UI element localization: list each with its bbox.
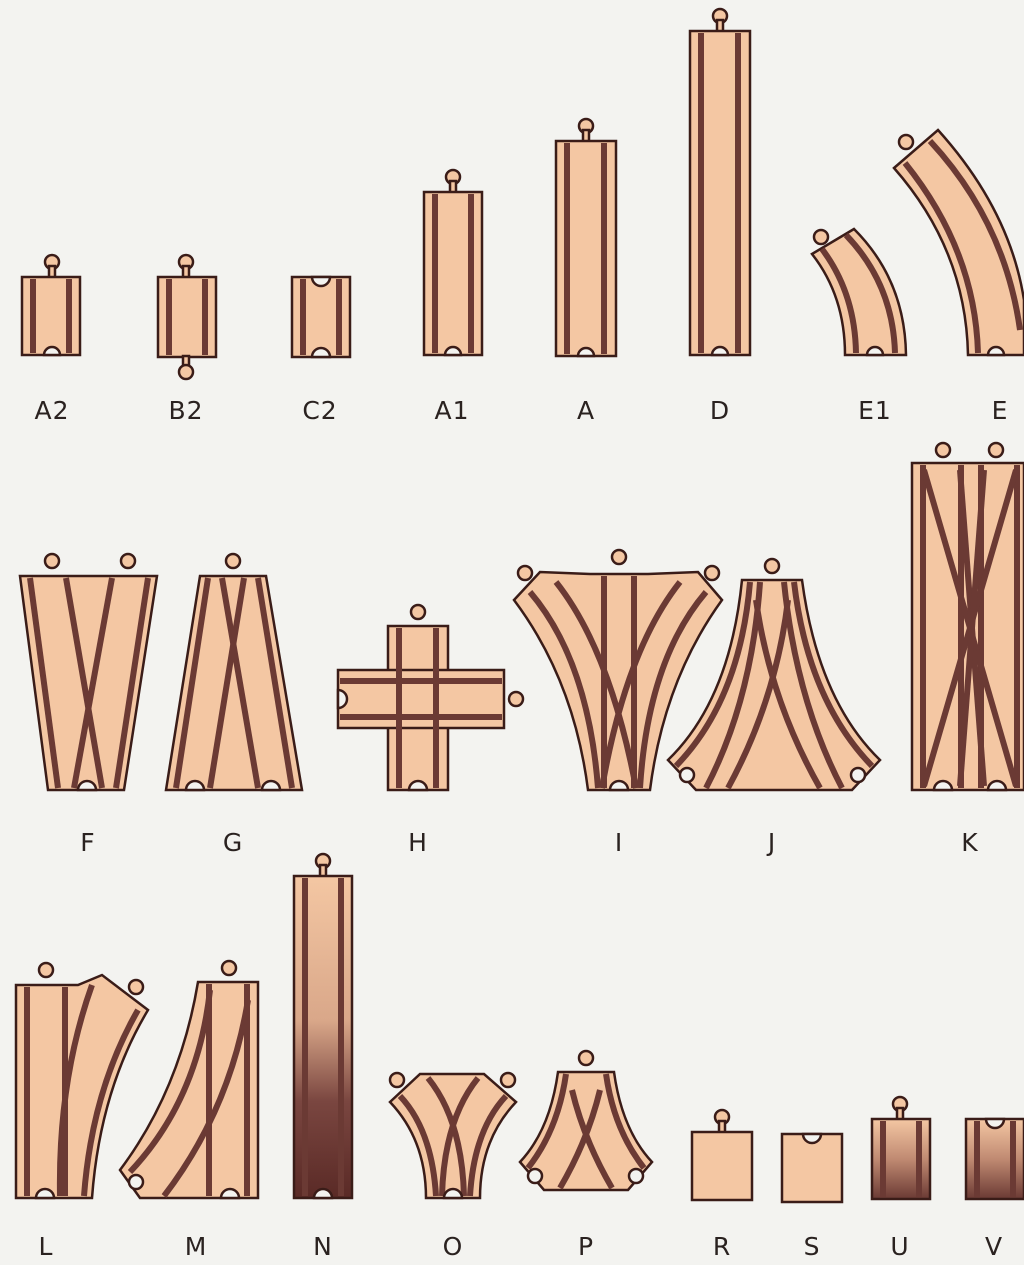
piece-a2 bbox=[22, 255, 80, 355]
label-h: H bbox=[378, 828, 458, 857]
piece-v bbox=[966, 1119, 1024, 1199]
piece-m bbox=[120, 961, 258, 1198]
label-n: N bbox=[283, 1232, 363, 1261]
label-o: O bbox=[413, 1232, 493, 1261]
piece-u bbox=[872, 1097, 930, 1199]
piece-o bbox=[390, 1073, 516, 1198]
label-p: P bbox=[546, 1232, 626, 1261]
label-d: D bbox=[680, 396, 760, 425]
label-b2: B2 bbox=[146, 396, 226, 425]
piece-p bbox=[520, 1051, 652, 1190]
piece-e bbox=[894, 130, 1024, 355]
piece-k bbox=[912, 443, 1024, 790]
piece-a1 bbox=[424, 170, 482, 355]
label-v: V bbox=[954, 1232, 1024, 1261]
label-l: L bbox=[6, 1232, 86, 1261]
piece-c2 bbox=[292, 277, 350, 357]
label-j: J bbox=[732, 828, 812, 857]
label-u: U bbox=[860, 1232, 940, 1261]
label-k: K bbox=[930, 828, 1010, 857]
piece-f bbox=[20, 554, 157, 790]
label-f: F bbox=[48, 828, 128, 857]
label-m: M bbox=[156, 1232, 236, 1261]
piece-s bbox=[782, 1134, 842, 1202]
label-a: A bbox=[546, 396, 626, 425]
label-c2: C2 bbox=[280, 396, 360, 425]
label-g: G bbox=[193, 828, 273, 857]
piece-b2 bbox=[158, 255, 216, 379]
label-r: R bbox=[682, 1232, 762, 1261]
piece-d bbox=[690, 9, 750, 355]
label-a2: A2 bbox=[12, 396, 92, 425]
piece-r bbox=[692, 1110, 752, 1200]
piece-e1 bbox=[812, 229, 906, 355]
piece-g bbox=[166, 554, 302, 790]
piece-n bbox=[294, 854, 352, 1198]
label-e: E bbox=[960, 396, 1024, 425]
piece-h bbox=[338, 605, 523, 790]
label-s: S bbox=[772, 1232, 852, 1261]
label-e1: E1 bbox=[835, 396, 915, 425]
label-a1: A1 bbox=[412, 396, 492, 425]
label-i: I bbox=[579, 828, 659, 857]
piece-a bbox=[556, 119, 616, 356]
